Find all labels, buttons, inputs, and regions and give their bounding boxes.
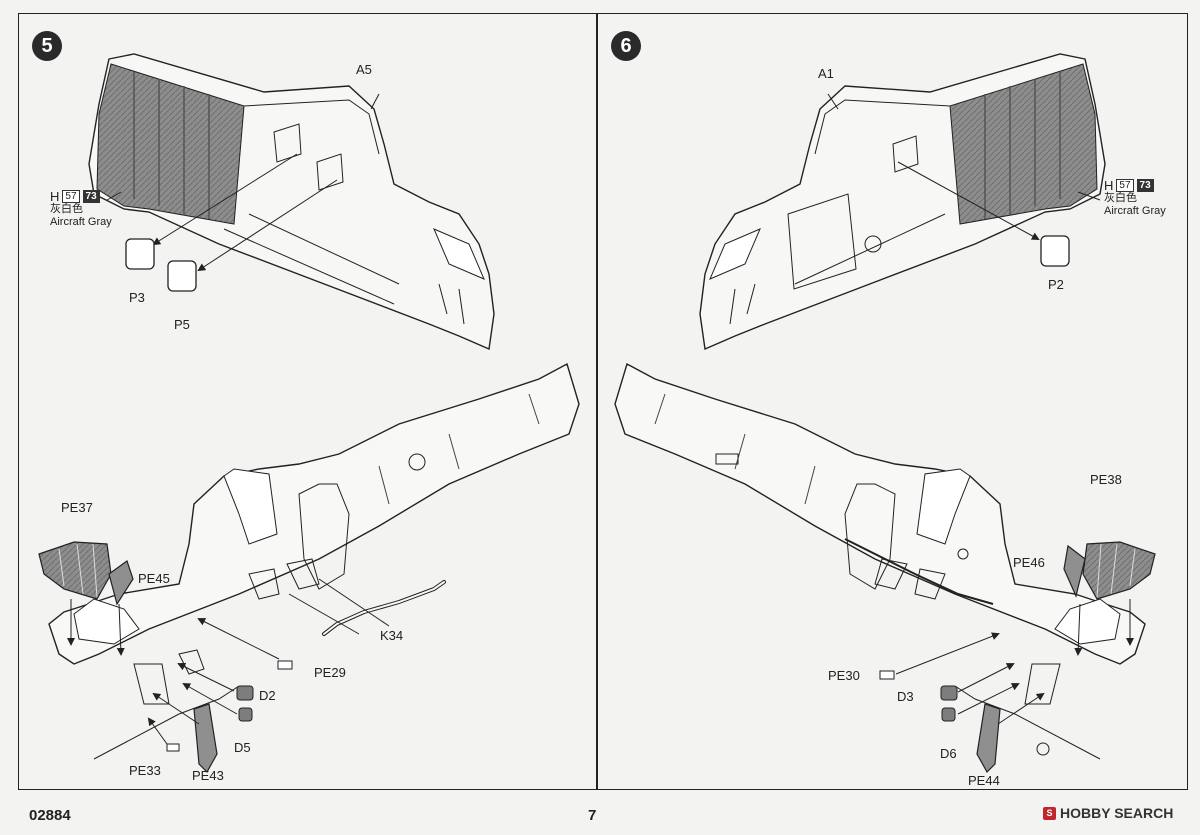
paint-callout: H 57 73 灰白色 Aircraft Gray [1104,179,1166,218]
brand-name: HOBBY SEARCH [1060,805,1174,821]
paint-code-row: H 57 73 [50,190,112,203]
paint-prefix: H [1104,178,1114,193]
part-pe46 [1063,544,1086,598]
paint-code-1: 57 [62,190,80,203]
step-5-drawing [38,53,580,773]
step-6-drawing [614,53,1156,773]
brand-logo-icon: S [1043,806,1056,820]
part-d6 [941,707,956,722]
paint-code-2: 73 [82,190,100,203]
label-pe29: PE29 [314,665,346,680]
fuselage-assembly-5 [48,362,580,760]
label-pe44: PE44 [968,773,1000,788]
paint-name-en: Aircraft Gray [50,216,112,228]
paint-code-2: 73 [1136,179,1154,192]
label-k34: K34 [380,628,404,643]
label-pe37: PE37 [61,500,93,515]
part-pe37 [38,541,112,600]
watermark-brand: S HOBBY SEARCH [1043,805,1173,821]
arrow-p5 [197,179,338,272]
leader-a5 [370,93,380,110]
page-frame [18,13,1188,790]
part-pe45 [108,560,134,606]
part-k34 [322,580,446,636]
part-d5 [238,707,253,722]
paint-code-1: 57 [1116,179,1134,192]
part-pe44 [976,703,1001,773]
paint-name-jp: 灰白色 [50,203,83,215]
part-pe38 [1082,541,1156,600]
label-d5: D5 [234,740,251,755]
label-pe38: PE38 [1090,472,1122,487]
fuselage-half-a5 [88,53,495,351]
paint-prefix: H [50,189,60,204]
label-d2: D2 [259,688,276,703]
label-a5: A5 [356,62,372,77]
part-p5 [167,260,197,292]
step-number-badge: 5 [32,31,62,61]
part-d3 [940,685,958,701]
label-pe45: PE45 [138,571,170,586]
fuselage-assembly-6 [614,362,1146,760]
step-5-panel: 5 A5 P3 P5 H 57 73 灰白色 Aircraft Gray PE3… [19,14,596,789]
label-d6: D6 [940,746,957,761]
leader-paint-6 [1077,191,1101,201]
label-pe46: PE46 [1013,555,1045,570]
label-a1: A1 [818,66,834,81]
panel-divider [596,13,598,790]
part-pe33 [166,743,180,752]
arrow-p3 [152,153,298,246]
part-pe43 [193,703,218,773]
label-d3: D3 [897,689,914,704]
label-pe43: PE43 [192,768,224,783]
kit-code: 02884 [29,807,71,824]
paint-name-jp: 灰白色 [1104,192,1137,204]
fuselage-half-a1 [699,53,1106,351]
part-p3 [125,238,155,270]
label-p5: P5 [174,317,190,332]
paint-callout: H 57 73 灰白色 Aircraft Gray [50,190,112,229]
step-6-panel: 6 A1 P2 H 57 73 灰白色 Aircraft Gray PE38 P… [598,14,1175,789]
step-number-badge: 6 [611,31,641,61]
part-d2 [236,685,254,701]
label-pe33: PE33 [129,763,161,778]
leader-a1 [827,93,839,110]
label-p2: P2 [1048,277,1064,292]
arrow-p2 [897,161,1040,240]
paint-name-en: Aircraft Gray [1104,205,1166,217]
part-p2 [1040,235,1070,267]
leader-paint-5 [106,191,122,201]
label-p3: P3 [129,290,145,305]
part-pe29 [277,660,293,670]
page-number: 7 [588,807,597,824]
part-pe30 [879,670,895,680]
paint-code-row: H 57 73 [1104,179,1166,192]
label-pe30: PE30 [828,668,860,683]
